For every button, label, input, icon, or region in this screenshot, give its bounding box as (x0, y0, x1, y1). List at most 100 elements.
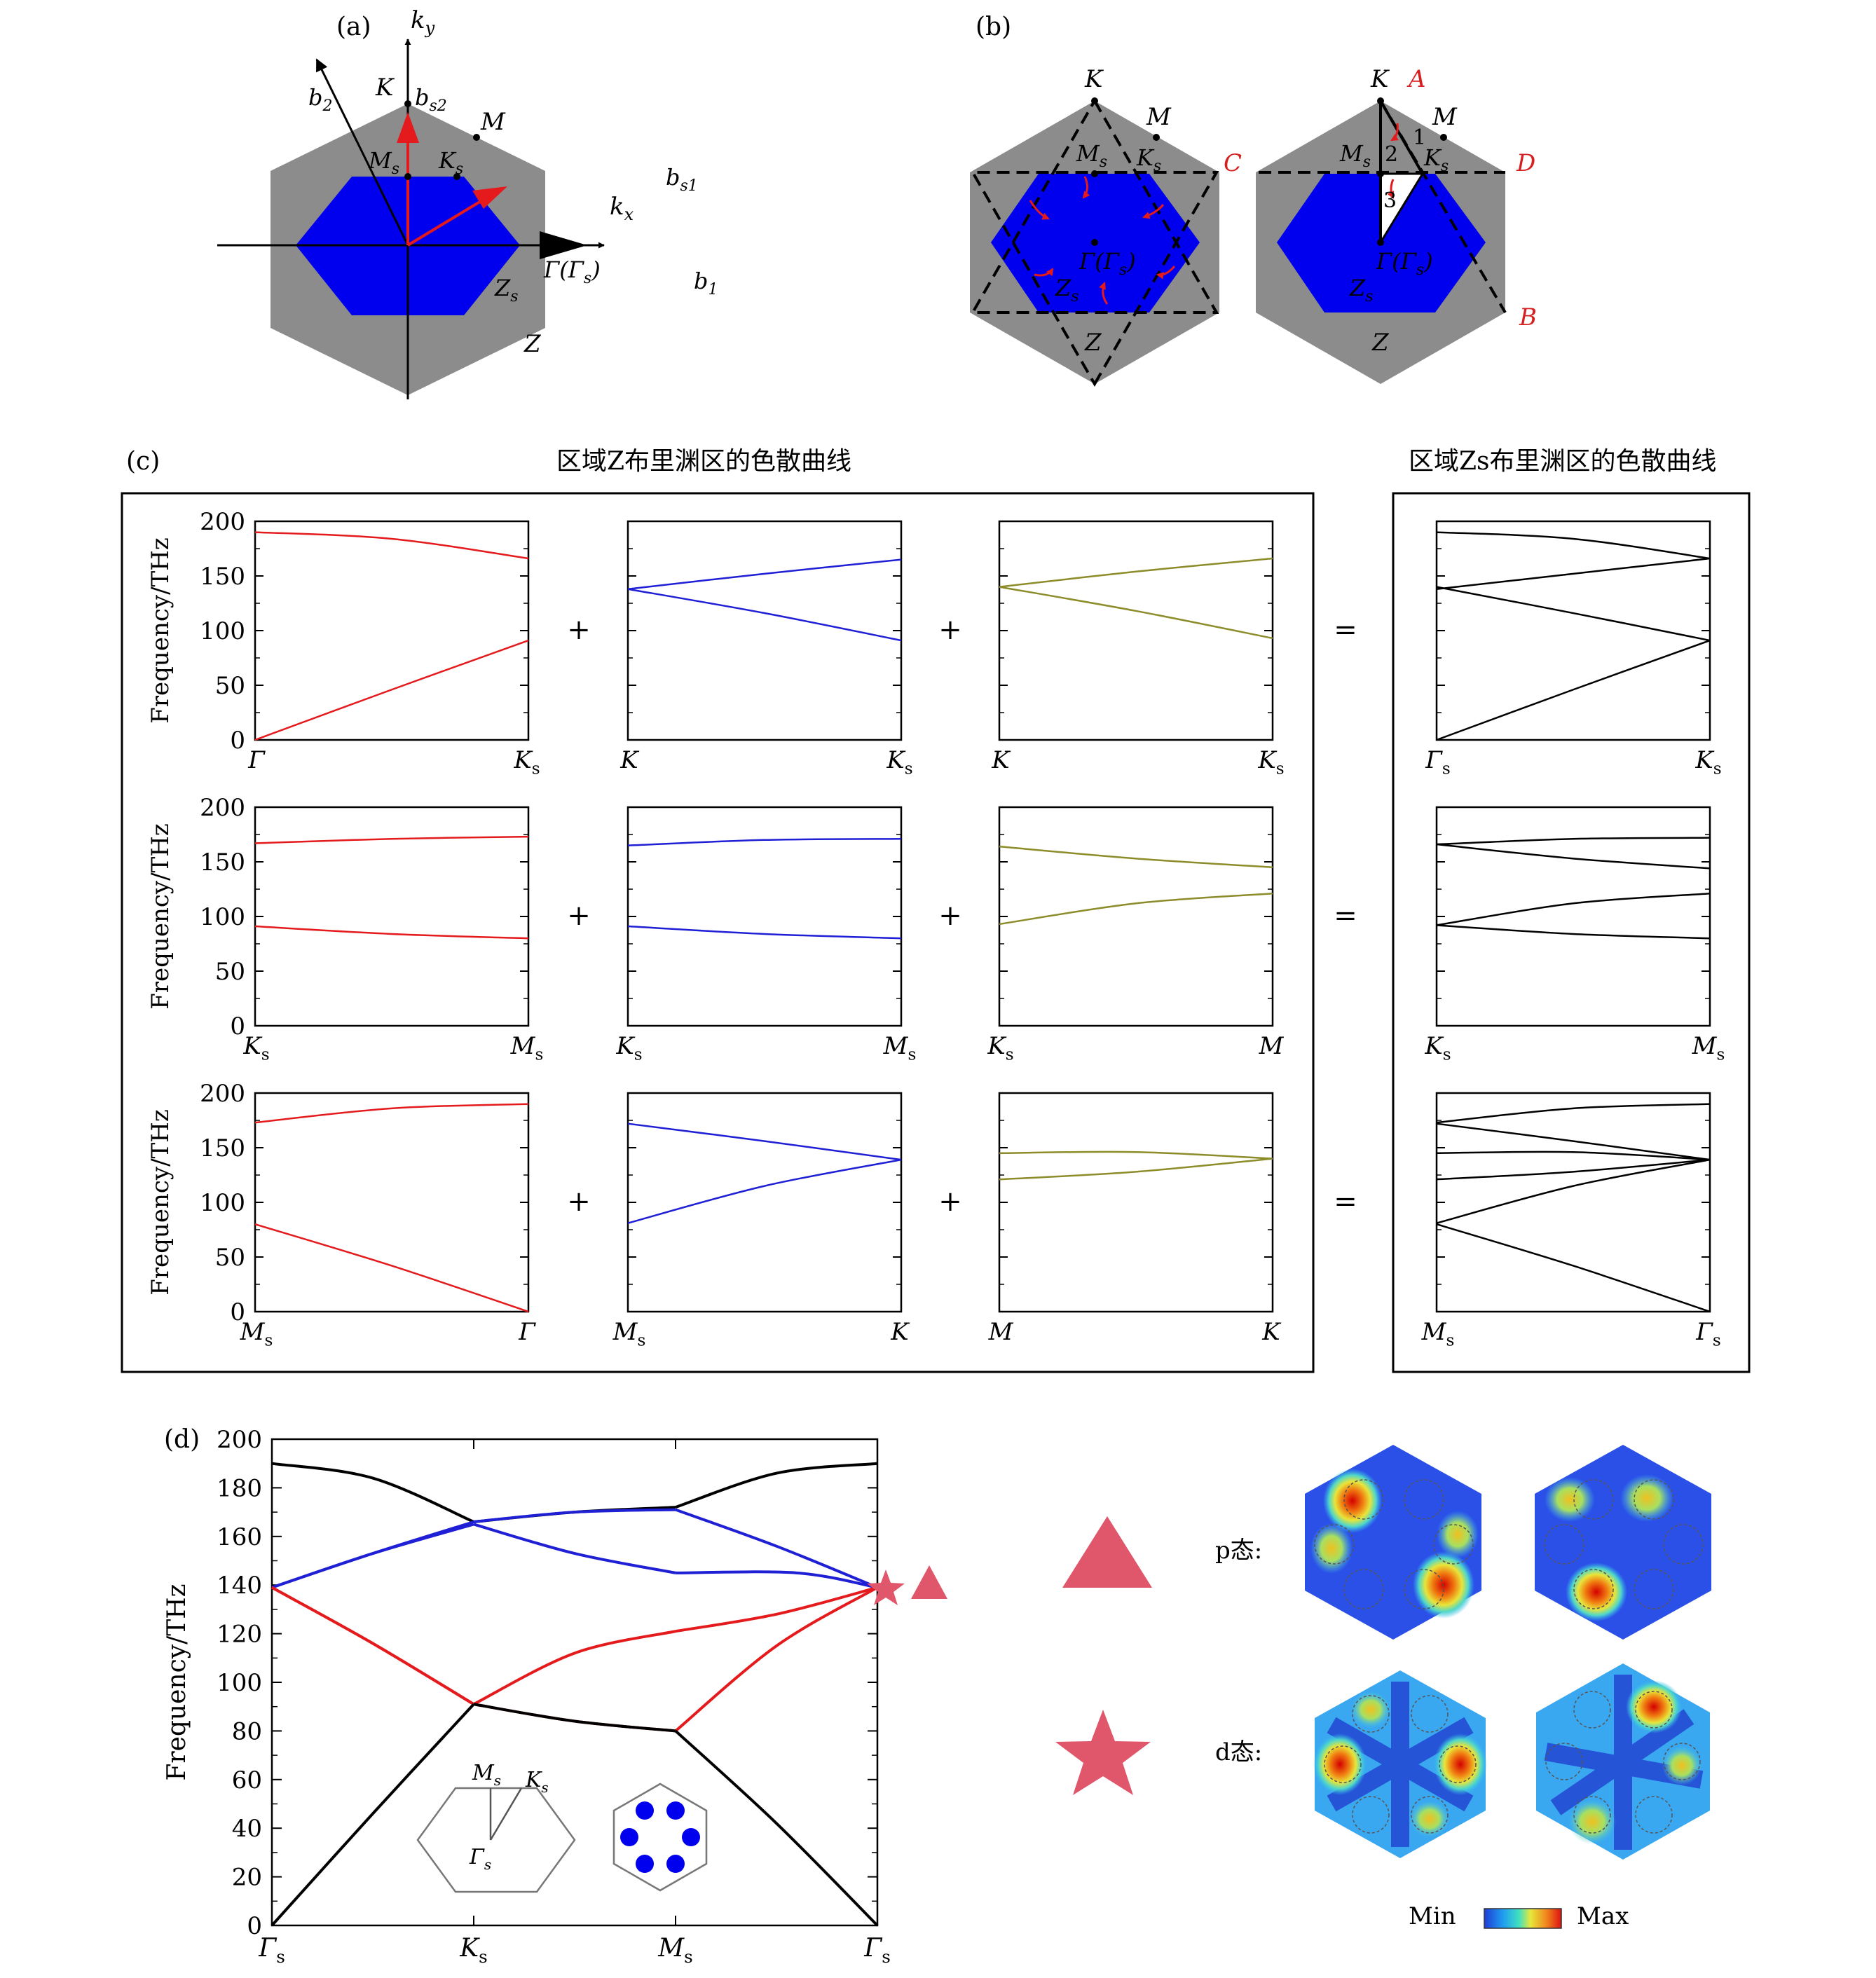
plot-frame (1435, 520, 1711, 741)
fold-arrow-3 (1387, 179, 1395, 199)
bs1-label: b (666, 164, 680, 191)
y-tick-label: 200 (200, 794, 245, 822)
panel-b: (b) K M Ms Ks Γ(Γs) Zs Z C (970, 13, 1537, 387)
svg-text:Ms: Ms (472, 1761, 501, 1789)
y-axis-label: Frequency/THz (146, 1109, 174, 1296)
wedge-label-1: 1 (1413, 125, 1426, 150)
series-line (1436, 639, 1711, 741)
svg-text:b2: b2 (308, 84, 332, 115)
series-line (999, 586, 1273, 640)
y-tick-label: 100 (200, 903, 245, 931)
plot-frame (627, 520, 903, 741)
svg-text:Γ(Γs): Γ(Γs) (543, 256, 601, 287)
M-point-b (1153, 134, 1160, 141)
y-tick-label: 0 (230, 727, 245, 755)
y-tick-label: 80 (232, 1717, 262, 1745)
wedge-label-2: 2 (1385, 142, 1398, 167)
Ms-label-b2: M (1339, 140, 1364, 167)
series-line (254, 1103, 529, 1124)
y-tick-label: 150 (200, 563, 245, 591)
y-axis-label: Frequency/THz (146, 823, 174, 1010)
Z-label-b: Z (1084, 329, 1102, 357)
plus-sign: + (567, 900, 591, 932)
plus-sign: + (938, 900, 962, 932)
gamma-point-b (1091, 239, 1098, 246)
series-line (999, 1158, 1273, 1181)
plot-frame (1435, 806, 1711, 1027)
x-tick-label: Ks (1694, 746, 1721, 778)
x-tick-label: Γs (1695, 1318, 1720, 1350)
subplot: Ks Ms (1424, 806, 1725, 1064)
K-point-b (1091, 97, 1098, 104)
series-line (627, 588, 902, 642)
svg-text:Ms: Ms (368, 147, 399, 178)
p-state-label: p态: (1215, 1537, 1262, 1565)
bs1-arrowhead (472, 186, 507, 209)
series-line (627, 925, 902, 940)
svg-text:Γs: Γs (469, 1845, 491, 1873)
series-line (1436, 1103, 1711, 1124)
M-point (473, 134, 480, 141)
series-line (999, 1151, 1273, 1160)
y-tick-label: 120 (217, 1621, 262, 1649)
svg-text:Ks: Ks (525, 1768, 549, 1796)
band-line (473, 1630, 676, 1706)
field-map-p1 (1305, 1445, 1481, 1640)
kx-label: k (610, 193, 624, 221)
svg-text:Γ(Γs): Γ(Γs) (1376, 248, 1433, 279)
svg-text:Ks: Ks (1423, 144, 1449, 175)
triangle-marker-large (1062, 1516, 1152, 1588)
gamma-label: Γ(Γ (543, 256, 585, 283)
b2-label: b (308, 84, 322, 111)
equals-sign: = (1334, 614, 1357, 646)
band-line (271, 1462, 474, 1523)
x-tick-label: Ms (657, 1934, 692, 1967)
panel-c: (c) 区域Z布里渊区的色散曲线 区域Zs布里渊区的色散曲线 Frequency… (121, 447, 1751, 1373)
y-axis-label: Frequency/THz (163, 1584, 191, 1780)
x-tick-label: Ks (1424, 1032, 1451, 1064)
Z-label-b2: Z (1371, 329, 1390, 357)
series-line (1436, 1158, 1711, 1181)
fold-arrow-1 (1390, 123, 1399, 142)
x-tick-label: Ms (1692, 1032, 1725, 1064)
y-tick-label: 0 (230, 1012, 245, 1040)
K-label: K (375, 74, 395, 102)
colorbar (1484, 1908, 1562, 1929)
dashed-line-B (1379, 99, 1507, 314)
Zs-label-b2: Z (1349, 275, 1366, 301)
plot-frame (1435, 1092, 1711, 1313)
y-tick-label: 0 (230, 1298, 245, 1326)
series-line (254, 835, 529, 844)
plot-frame (254, 1092, 530, 1313)
svg-text:Γ(Γs): Γ(Γs) (1079, 248, 1136, 279)
y-tick-label: 100 (200, 1189, 245, 1217)
series-line (254, 639, 529, 741)
panel-a: (a) ky kx K bs2 M b2 Ms Ks bs1 Γ(Γs) b1 … (217, 6, 718, 399)
inset-brillouin-zone: Ms Ks Γs (416, 1761, 576, 1893)
x-tick-label: K (991, 746, 1011, 774)
panel-d-label: (d) (164, 1425, 200, 1454)
Ms-label-b: M (1076, 140, 1100, 167)
triangle-marker-small (911, 1565, 947, 1599)
inset-G-label: Γ (469, 1845, 485, 1869)
x-tick-label: K (890, 1318, 910, 1346)
band-line (674, 1729, 879, 1927)
Ks-label-b2: K (1423, 144, 1442, 171)
equals-sign: = (1334, 900, 1357, 932)
series-line (999, 557, 1273, 588)
x-tick-label: M (988, 1318, 1014, 1346)
band-line (675, 1570, 878, 1589)
y-tick-label: 50 (215, 672, 245, 700)
band-line (675, 1462, 878, 1509)
colorbar-max-label: Max (1577, 1902, 1629, 1930)
band-line (675, 1586, 878, 1633)
x-tick-label: Ks (459, 1934, 487, 1967)
series-line (1436, 557, 1711, 590)
x-tick-label: Γ (247, 746, 266, 774)
rotation-arrows (1029, 176, 1176, 305)
panel-d-plot: Frequency/THz020406080100120140160180200… (163, 1426, 891, 1967)
